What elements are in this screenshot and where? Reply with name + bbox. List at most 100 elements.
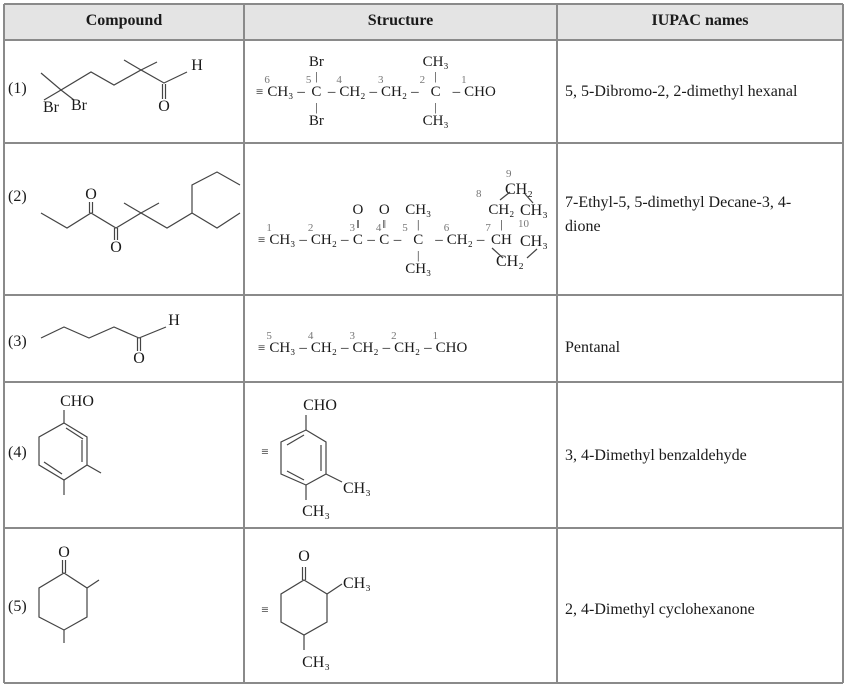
atom-group: C: [352, 232, 363, 248]
atom-label: H: [168, 312, 180, 329]
substituent-label: CH₃: [405, 202, 432, 218]
structure-token: –: [383, 309, 391, 387]
atom-group: CH₂: [310, 340, 337, 356]
atom-group: CH₂: [381, 84, 408, 100]
atom-group: C: [311, 84, 322, 100]
bond-icon: –: [367, 232, 375, 248]
bond-icon: |: [434, 69, 437, 83]
table-header: [4, 4, 843, 40]
structure-token: –: [341, 201, 349, 279]
atom-label: Br: [71, 97, 87, 114]
iupac-name: 3, 4-Dimethyl benzaldehyde: [565, 447, 747, 464]
bond-icon: –: [382, 340, 391, 356]
substituent-down: |CH₃: [405, 249, 431, 279]
carbon-number: 3: [349, 222, 356, 234]
atom-group: CH₃: [269, 340, 296, 356]
structure-token: ≡: [258, 201, 265, 279]
atom-group: CH₃: [267, 84, 294, 100]
atom-label: CH₃: [302, 654, 330, 671]
atom-group: CH₂: [394, 340, 421, 356]
carbon-number: 3: [349, 330, 356, 342]
atom-label: H: [191, 57, 203, 74]
atom-label: CH₂: [496, 253, 524, 270]
structure-token: –: [299, 309, 307, 387]
atom-label: O: [58, 544, 70, 561]
carbon-number: 1: [432, 330, 439, 342]
structure-token: ≡: [258, 309, 265, 387]
atom-label: CH₃: [302, 503, 330, 520]
bond-icon: |: [417, 248, 420, 262]
substituent-label: CH₃: [422, 54, 449, 70]
row-number: (2): [8, 188, 27, 205]
divider: [842, 4, 844, 683]
atom-group: C: [379, 232, 390, 248]
row-number: (4): [8, 444, 27, 461]
bond-icon: –: [299, 340, 307, 356]
atom-label: O: [158, 98, 170, 115]
row-number: (1): [8, 80, 27, 97]
divider: [4, 294, 843, 296]
atom-label: O: [133, 350, 145, 367]
bond-icon: –: [476, 232, 485, 248]
divider: [4, 527, 843, 529]
carbon-number: 2: [391, 330, 397, 342]
carbon-number: 5: [402, 222, 408, 234]
carbon-number: 2: [307, 222, 314, 234]
divider: [243, 4, 245, 683]
structure-token: –: [477, 201, 485, 279]
iupac-name: 7-Ethyl-5, 5-dimethyl Decane-3, 4-dione: [565, 194, 792, 235]
equivalent-sign: ≡: [258, 340, 266, 355]
bond-icon: –: [369, 84, 378, 100]
bond-icon: –: [341, 232, 349, 248]
atom-label: Br: [43, 99, 59, 116]
carbon-number: 10: [518, 218, 529, 230]
atom-label: CH₂: [505, 181, 533, 198]
substituent-label: O: [352, 202, 364, 218]
substituent-label: Br: [308, 54, 324, 70]
substituent-up: Br|: [309, 53, 324, 83]
carbon-number: 8: [476, 188, 482, 200]
divider: [4, 3, 843, 5]
bond-icon: |: [500, 217, 503, 231]
carbon-number: 9: [506, 168, 512, 180]
iupac-name: Pentanal: [565, 339, 621, 356]
carbon-number: 5: [305, 74, 312, 86]
atom-group: CH₂: [352, 340, 379, 356]
atom-group: CH₂: [446, 232, 473, 248]
structure-token: –: [424, 309, 432, 387]
bond-icon: –: [435, 232, 443, 248]
atom-label: CH₃: [520, 233, 548, 250]
atom-label: O: [110, 239, 122, 256]
carbon-number: 2: [419, 74, 426, 86]
structure-token: –: [435, 201, 443, 279]
bond-icon: |: [417, 217, 420, 231]
divider: [4, 381, 843, 383]
structure-token: ≡: [256, 53, 263, 131]
atom-label: CH₃: [520, 202, 548, 219]
carbon-number: 1: [266, 222, 272, 234]
row-number: (3): [8, 333, 27, 350]
carbon-number: 7: [485, 222, 491, 234]
bond-icon: ‖: [382, 217, 386, 231]
substituent-label: CH₃: [405, 261, 432, 277]
carbon-number: 6: [264, 74, 270, 86]
carbon-number: 4: [307, 330, 314, 342]
substituent-down: |Br: [309, 101, 324, 131]
header-compound: Compound: [85, 12, 163, 29]
carbon-number: 4: [336, 74, 342, 86]
bond-icon: –: [341, 340, 349, 356]
